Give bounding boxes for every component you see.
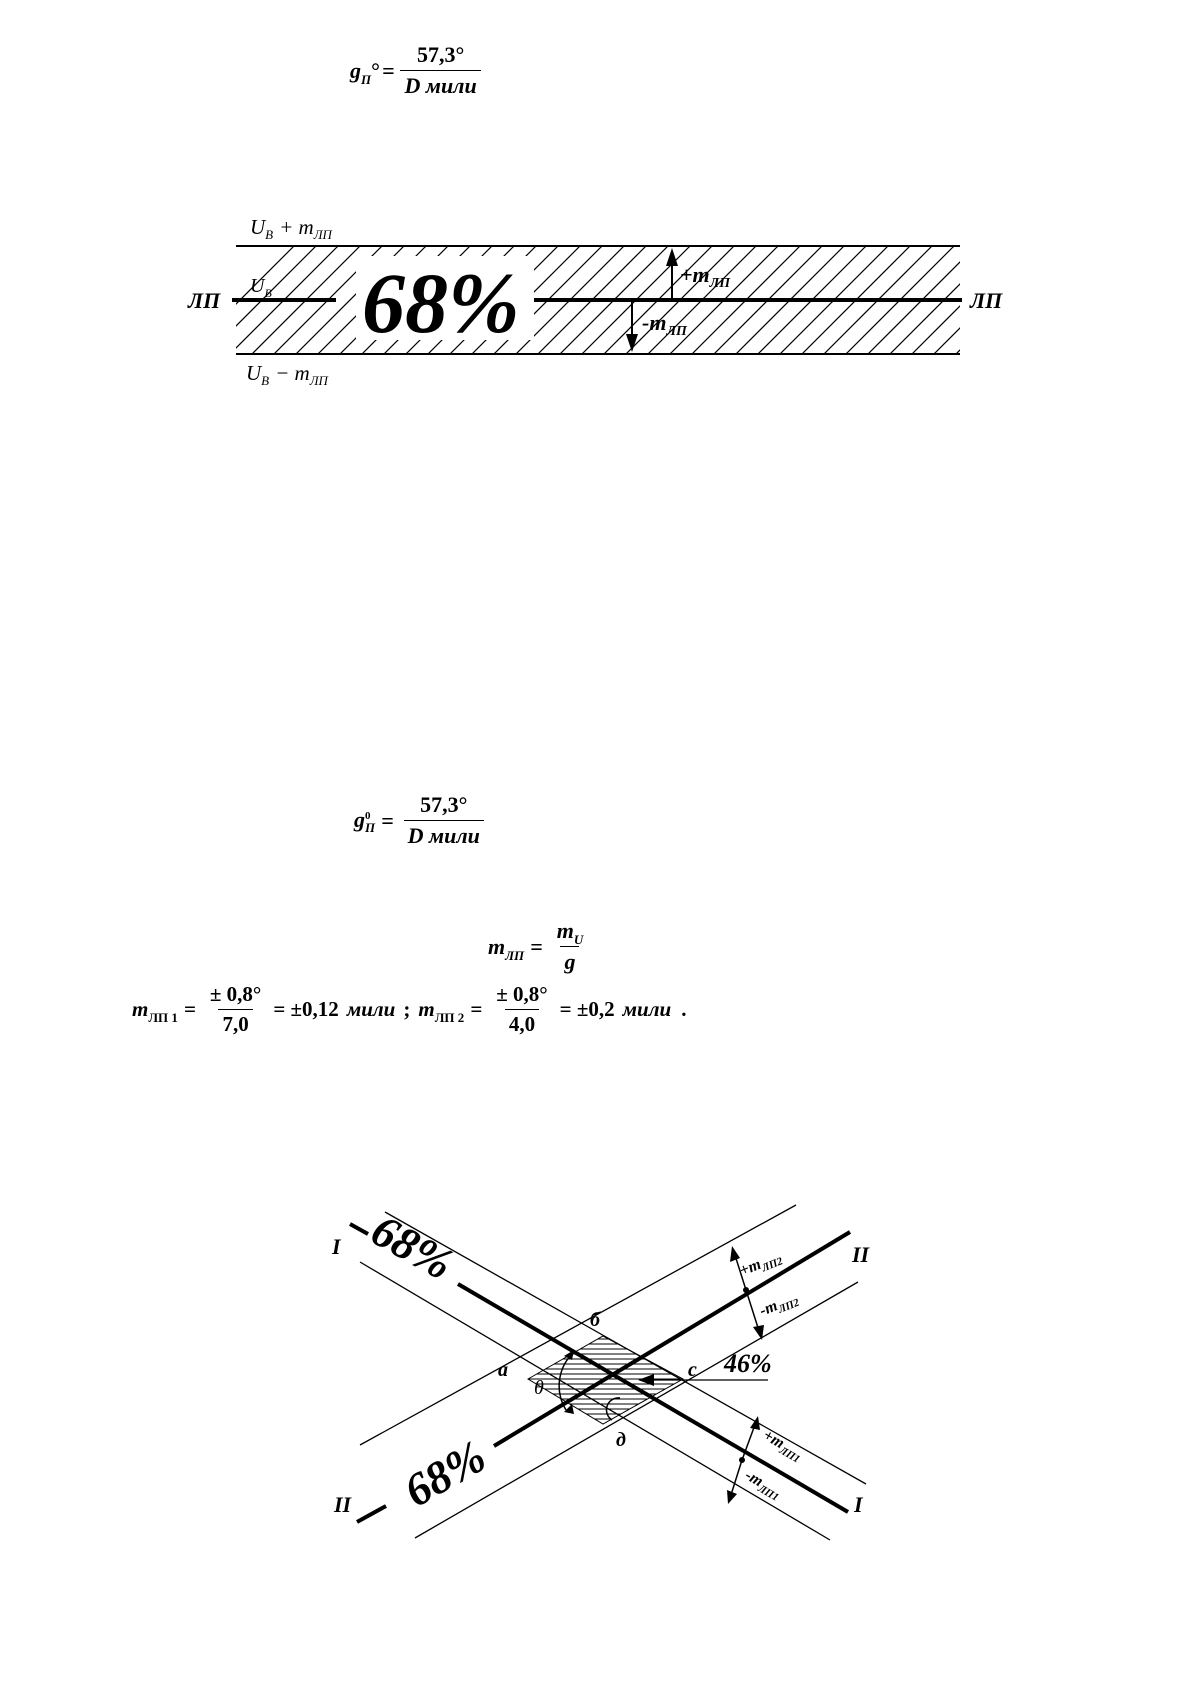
band-II-percent: 68% [396,1430,495,1516]
position-line-I-start [350,1224,368,1234]
m2-arrow-plus-head [730,1246,740,1262]
m1-arrow-origin [739,1457,745,1463]
m1-arrow-minus-head [727,1490,737,1504]
position-line-I [458,1284,848,1512]
position-line-II-start [357,1506,386,1522]
label-II-top: II [851,1242,871,1267]
label-I-bottom: I [853,1492,864,1517]
angle-theta-label: θ [534,1377,544,1399]
overlap-percent: 46% [723,1349,772,1378]
m2-arrow-origin [743,1287,749,1293]
label-II-bottom: II [333,1492,353,1517]
vertex-a-label: а [498,1359,508,1381]
m1-arrow-plus-head [750,1416,760,1430]
label-I-top: I [331,1234,342,1259]
band-II-lower-edge [415,1282,858,1538]
minus-m2-label: -mЛП2 [757,1289,801,1322]
vertex-c-label: с [688,1359,697,1381]
band-I-percent: 68% [363,1204,461,1289]
position-line-II [494,1232,850,1446]
vertex-d-label: д [616,1429,626,1451]
vertex-b-label: б [590,1309,601,1331]
